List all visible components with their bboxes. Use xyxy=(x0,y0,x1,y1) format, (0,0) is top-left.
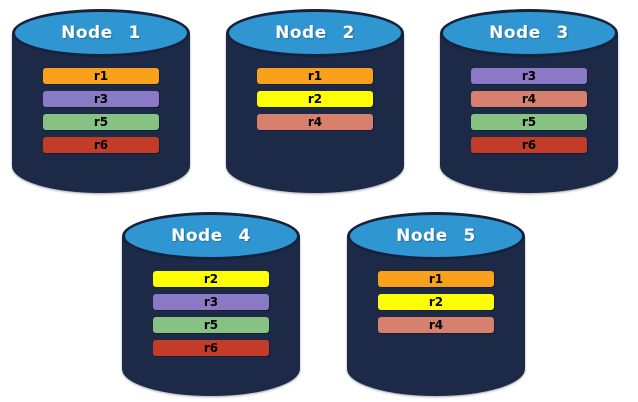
cylinder-top: Node 5 xyxy=(347,212,525,260)
cylinder-body xyxy=(226,33,404,193)
replica-bar-r1: r1 xyxy=(378,271,494,287)
cylinder-body xyxy=(12,33,190,193)
cylinder-body xyxy=(122,236,300,396)
db-node-5: Node 5 r1 r2 r4 xyxy=(347,212,525,396)
replica-bar-r5: r5 xyxy=(43,114,159,130)
node-title: Node 1 xyxy=(61,23,141,43)
replica-list: r1 r2 r4 xyxy=(257,68,373,130)
replica-list: r2 r3 r5 r6 xyxy=(153,271,269,356)
replica-bar-r4: r4 xyxy=(257,114,373,130)
replica-bar-r1: r1 xyxy=(257,68,373,84)
cylinder-body xyxy=(440,33,618,193)
replica-bar-r2: r2 xyxy=(257,91,373,107)
cylinder-top: Node 2 xyxy=(226,9,404,57)
replica-list: r1 r3 r5 r6 xyxy=(43,68,159,153)
replica-bar-r6: r6 xyxy=(471,137,587,153)
replica-bar-r3: r3 xyxy=(153,294,269,310)
replica-bar-r2: r2 xyxy=(378,294,494,310)
replica-bar-r3: r3 xyxy=(43,91,159,107)
replica-bar-r2: r2 xyxy=(153,271,269,287)
replica-bar-r4: r4 xyxy=(378,317,494,333)
replica-bar-r6: r6 xyxy=(43,137,159,153)
node-title: Node 2 xyxy=(275,23,355,43)
replica-bar-r1: r1 xyxy=(43,68,159,84)
replica-bar-r3: r3 xyxy=(471,68,587,84)
db-node-2: Node 2 r1 r2 r4 xyxy=(226,9,404,193)
node-title: Node 5 xyxy=(396,226,476,246)
replica-bar-r4: r4 xyxy=(471,91,587,107)
cylinder-body xyxy=(347,236,525,396)
replica-list: r1 r2 r4 xyxy=(378,271,494,333)
node-title: Node 4 xyxy=(171,226,251,246)
db-node-4: Node 4 r2 r3 r5 r6 xyxy=(122,212,300,396)
db-node-1: Node 1 r1 r3 r5 r6 xyxy=(12,9,190,193)
replica-bar-r5: r5 xyxy=(153,317,269,333)
cylinder-top: Node 1 xyxy=(12,9,190,57)
replica-bar-r6: r6 xyxy=(153,340,269,356)
replica-bar-r5: r5 xyxy=(471,114,587,130)
node-title: Node 3 xyxy=(489,23,569,43)
db-node-3: Node 3 r3 r4 r5 r6 xyxy=(440,9,618,193)
cylinder-top: Node 4 xyxy=(122,212,300,260)
replica-list: r3 r4 r5 r6 xyxy=(471,68,587,153)
cylinder-top: Node 3 xyxy=(440,9,618,57)
